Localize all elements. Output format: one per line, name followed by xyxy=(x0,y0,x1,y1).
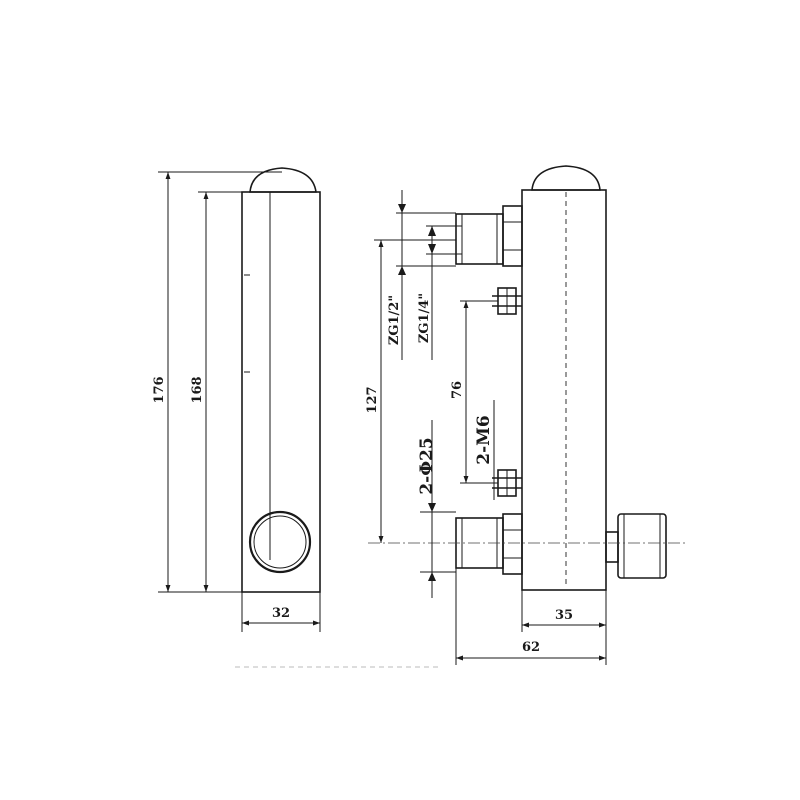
dim-label-176: 176 xyxy=(152,376,167,403)
arrow xyxy=(428,503,436,512)
upper-fitting xyxy=(455,205,523,267)
dim-label-35: 35 xyxy=(555,608,573,623)
lower-fitting xyxy=(455,513,523,575)
front-view xyxy=(241,167,321,593)
callout-port-diameter: 2-Φ25 xyxy=(417,437,437,494)
arrow xyxy=(428,572,436,581)
front-port-inner xyxy=(253,515,307,569)
dim-label-127: 127 xyxy=(365,386,380,413)
valve-knob-body xyxy=(617,513,667,579)
valve-knob xyxy=(605,513,667,579)
upper-fitting-thread xyxy=(455,213,504,265)
front-port-circle xyxy=(248,510,312,574)
arrow xyxy=(428,244,436,254)
callout-mount-screws: 2-M6 xyxy=(474,415,494,465)
side-body xyxy=(521,189,607,591)
callout-thread-inner: ZG1/4" xyxy=(417,293,432,343)
lower-fitting-hex xyxy=(502,513,523,575)
callout-thread-outer: ZG1/2" xyxy=(387,295,402,345)
front-dimensions: 176 168 32 xyxy=(152,171,321,632)
dim-label-62: 62 xyxy=(522,640,540,655)
dim-label-76: 76 xyxy=(450,381,465,399)
valve-stem xyxy=(605,531,619,563)
side-dome-cap xyxy=(531,165,601,191)
arrow xyxy=(398,266,406,275)
side-view xyxy=(368,165,685,591)
front-dome-cap xyxy=(249,167,317,193)
side-dimensions: ZG1/2" ZG1/4" 127 76 2-M6 2-Φ25 35 xyxy=(365,190,607,665)
upper-fitting-hex xyxy=(502,205,523,267)
dim-label-32: 32 xyxy=(272,606,290,621)
front-body xyxy=(241,191,321,593)
arrow xyxy=(398,204,406,213)
arrow xyxy=(428,226,436,236)
dim-label-168: 168 xyxy=(190,376,205,403)
